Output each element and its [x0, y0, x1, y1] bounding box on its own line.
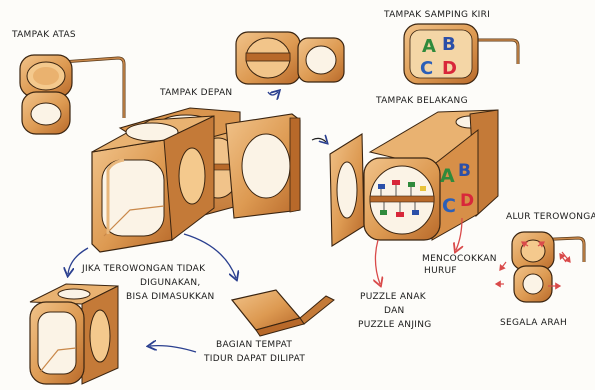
label-top-view: TAMPAK ATAS: [12, 30, 76, 40]
label-bed-fold-1: BAGIAN TEMPAT: [216, 340, 292, 350]
letter-a: A: [422, 36, 436, 57]
top-view-drawing: [20, 55, 124, 134]
letter-b: B: [442, 34, 456, 55]
back-letter-a: A: [440, 165, 455, 187]
front-view-drawing: [92, 108, 300, 252]
arrow-bed-to-cube: [150, 346, 196, 352]
label-puzzle-2: DAN: [384, 306, 405, 316]
label-bed-fold-2: TIDUR DAPAT DILIPAT: [204, 354, 305, 364]
letter-d: D: [442, 58, 457, 79]
label-tunnel-unused-3: BISA DIMASUKKAN: [126, 292, 215, 302]
back-letter-d: D: [460, 191, 474, 211]
tunnel-detail-drawing: [236, 32, 344, 95]
label-front-view: TAMPAK DEPAN: [160, 88, 232, 98]
label-tunnel-unused-1: JIKA TEROWONGAN TIDAK: [82, 264, 205, 274]
label-puzzle-1: PUZZLE ANAK: [360, 292, 426, 302]
back-letter-b: B: [458, 161, 471, 181]
arrow-to-puzzle: [375, 240, 380, 284]
inserted-tunnel-drawing: [30, 284, 118, 384]
tunnel-flow-drawing: [496, 232, 584, 302]
label-back-view: TAMPAK BELAKANG: [376, 96, 468, 106]
label-puzzle-3: PUZZLE ANJING: [358, 320, 432, 330]
label-match-letters-1: MENCOCOKKAN: [422, 254, 497, 264]
folding-bed-drawing: [232, 290, 334, 336]
label-tunnel-unused-2: DIGUNAKAN,: [140, 278, 201, 288]
back-letter-c: C: [442, 195, 456, 217]
letter-c: C: [420, 58, 433, 79]
label-all-directions: SEGALA ARAH: [500, 318, 567, 328]
label-left-side-view: TAMPAK SAMPING KIRI: [384, 10, 490, 20]
back-view-drawing: [330, 110, 498, 246]
label-tunnel-flow: ALUR TEROWONGAN: [506, 212, 595, 222]
arrow-to-back-view: [312, 138, 326, 142]
label-match-letters-2: HURUF: [424, 266, 457, 276]
